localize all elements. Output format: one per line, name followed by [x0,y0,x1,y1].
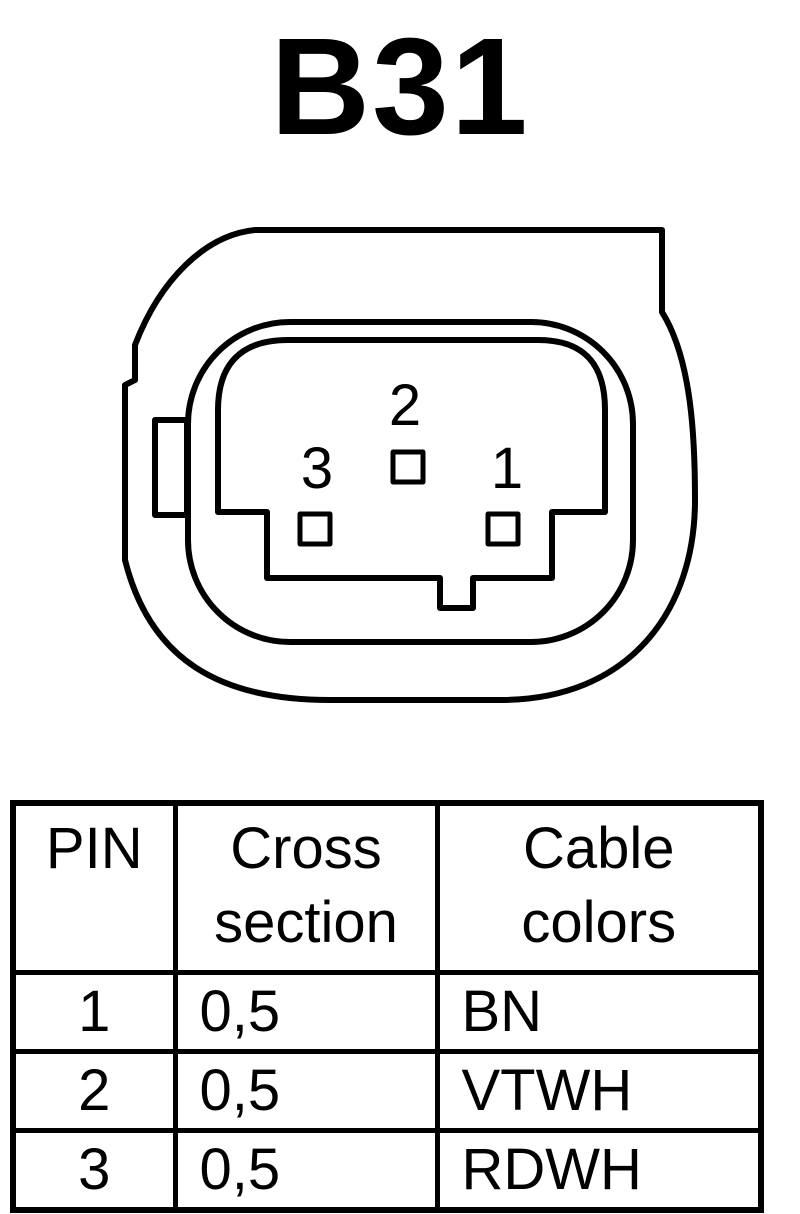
cell-cross-section: 0,5 [172,1128,440,1213]
header-pin-label: PIN [45,816,143,881]
pin-contact-2 [390,449,426,485]
cell-pin: 2 [10,1049,178,1133]
table-header-row: PIN Cross section Cable colors [10,800,764,975]
cell-cross-section: 0,5 [172,1049,440,1133]
header-cross-section: Cross section [172,800,440,975]
header-cable-colors-line2: colors [521,890,677,955]
header-pin: PIN [10,800,178,975]
cell-pin: 3 [10,1128,178,1213]
connector-title: B31 [270,10,530,164]
cell-cross-section: 0,5 [172,970,440,1054]
pin-contact-1 [485,511,521,547]
header-cable-colors-line1: Cable [522,816,675,881]
pin-number-3: 3 [301,436,333,501]
cell-cable-color: RDWH [434,1128,764,1213]
connector-inner-ring [185,319,636,645]
header-cross-section-line2: section [214,890,398,955]
table-row: 1 0,5 BN [10,970,764,1054]
table-row: 3 0,5 RDWH [10,1128,764,1213]
connector-latch [152,417,190,518]
connector-housing-outline [122,227,698,703]
cell-pin: 1 [10,970,178,1054]
cell-cable-color: VTWH [434,1049,764,1133]
pin-assignment-table: PIN Cross section Cable colors 1 0,5 BN … [10,800,764,1213]
table-row: 2 0,5 VTWH [10,1049,764,1133]
header-cross-section-line1: Cross [230,816,382,881]
pin-contact-3 [297,511,333,547]
cell-cable-color: BN [434,970,764,1054]
pin-number-2: 2 [389,373,421,438]
header-cable-colors: Cable colors [434,800,764,975]
pin-number-1: 1 [491,436,523,501]
connector-diagram: 1 2 3 [122,227,698,703]
connector-pin-cavity [215,337,608,611]
